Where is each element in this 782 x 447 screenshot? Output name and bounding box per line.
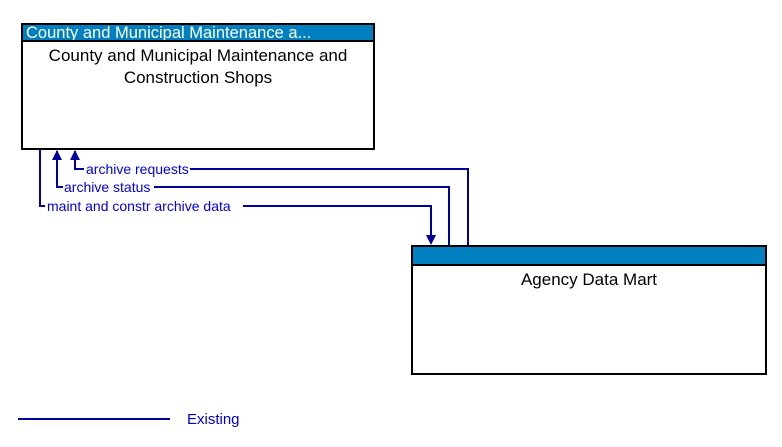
flow-line xyxy=(190,168,469,245)
flow-line xyxy=(39,150,45,207)
entity-title-bar: County and Municipal Maintenance a... xyxy=(23,25,373,42)
arrowhead-down-icon xyxy=(426,235,436,245)
flow-label-archive-status[interactable]: archive status xyxy=(64,179,150,195)
entity-body: County and Municipal Maintenance and Con… xyxy=(23,42,373,89)
flow-line xyxy=(74,151,84,170)
entity-title-bar xyxy=(413,247,765,266)
arrowhead-up-icon xyxy=(70,150,80,160)
flow-label-archive-requests[interactable]: archive requests xyxy=(86,161,189,177)
entity-body: Agency Data Mart xyxy=(413,266,765,291)
legend: Existing xyxy=(18,411,240,428)
flow-line xyxy=(154,186,450,245)
arrowhead-up-icon xyxy=(52,150,62,160)
entity-body-label: Agency Data Mart xyxy=(520,270,658,289)
entity-body-label: County and Municipal Maintenance and Con… xyxy=(48,46,348,87)
flow-label-maint-and-constr-archive-data[interactable]: maint and constr archive data xyxy=(47,198,231,214)
entity-county-and-municipal-maintenance-and-construction-shops[interactable]: County and Municipal Maintenance a... Co… xyxy=(21,23,375,150)
flow-line xyxy=(243,205,432,236)
flow-line xyxy=(56,151,63,188)
entity-agency-data-mart[interactable]: Agency Data Mart xyxy=(411,245,767,375)
legend-existing-label: Existing xyxy=(187,411,240,428)
